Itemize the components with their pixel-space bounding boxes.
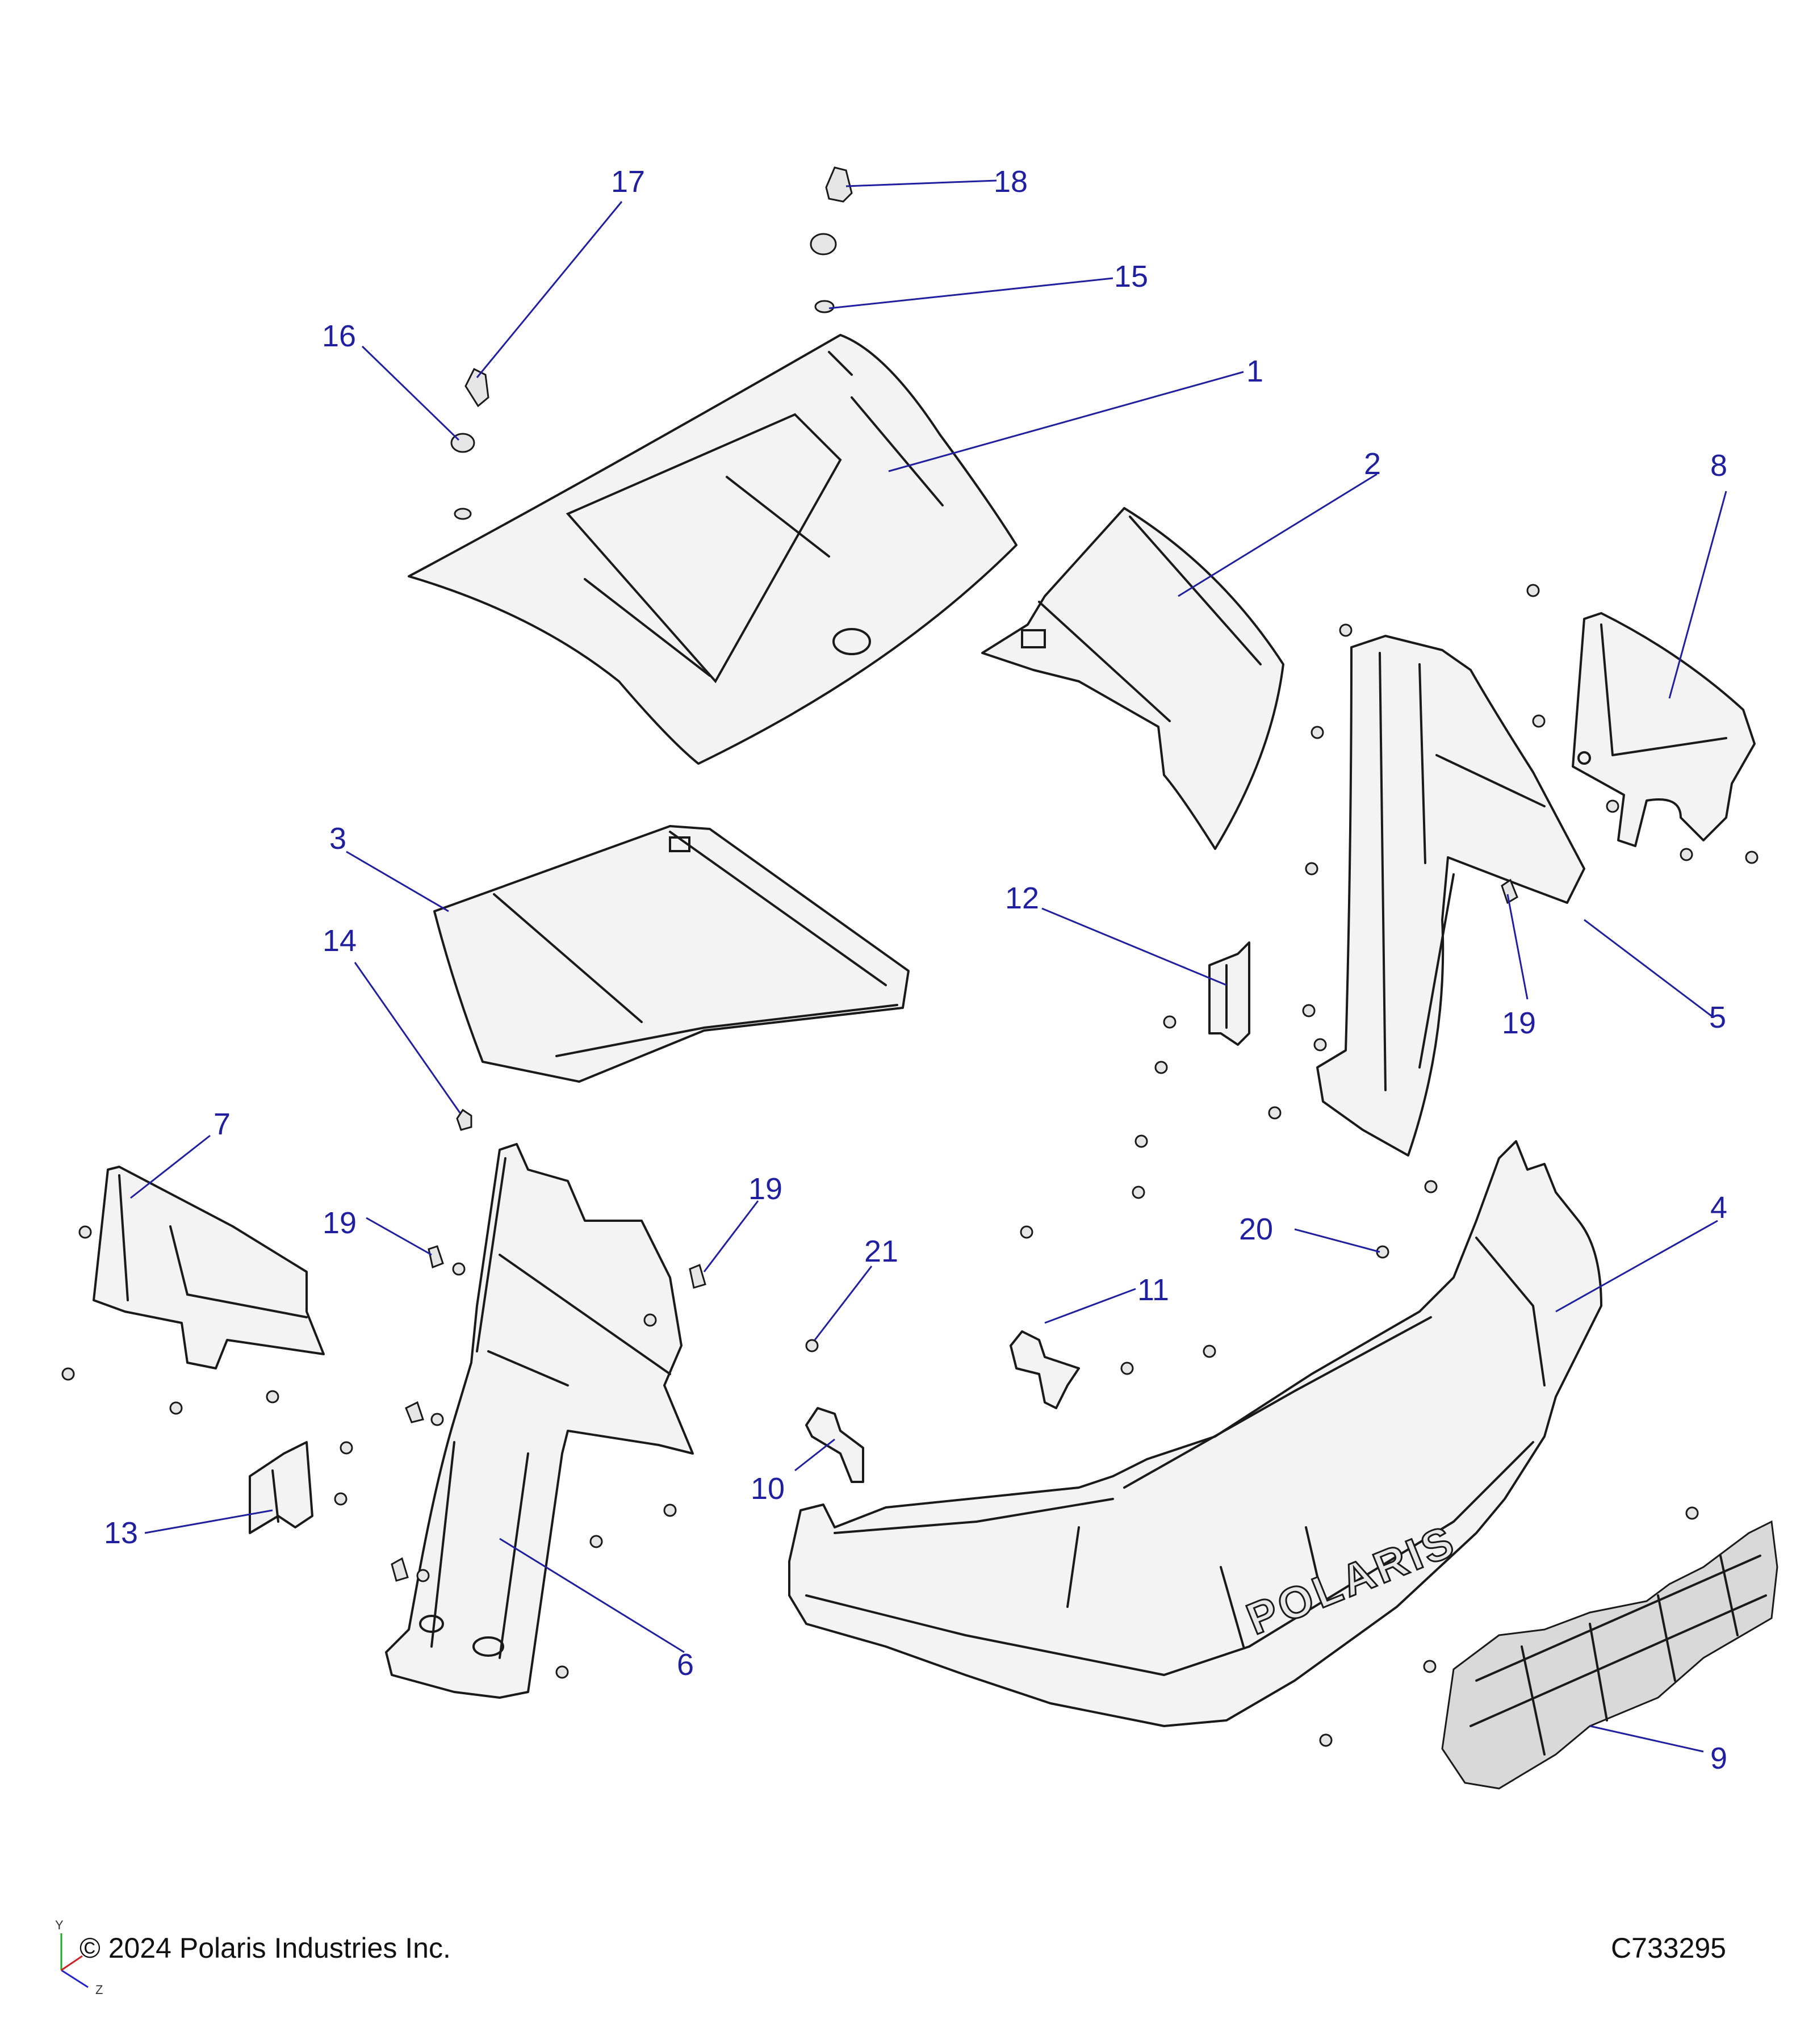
copyright-notice: © 2024 Polaris Industries Inc. [79,1932,451,1964]
leader-lines [130,179,1727,1753]
callout-4: 4 [1710,1191,1727,1225]
part-11-bracket [1010,1330,1080,1409]
part-15-washer [814,300,835,313]
callout-7: 7 [213,1107,231,1141]
part-8-inner-panel [1572,612,1756,847]
part-17-fastener [464,367,489,408]
part-18-fastener [825,166,853,203]
axis-y-label: Y [55,1918,64,1932]
part-19-clip-a [428,1245,444,1269]
callout-17: 17 [611,165,645,199]
callout-15: 15 [1114,259,1148,294]
part-1-hood [408,334,1018,765]
callout-16: 16 [322,319,356,353]
part-10-bracket [805,1407,864,1483]
callout-21: 21 [864,1234,898,1268]
callout-19-right: 19 [1502,1006,1536,1040]
callout-8: 8 [1710,449,1727,483]
callout-11: 11 [1137,1273,1169,1307]
part-19-clip-b [689,1263,706,1289]
part-19-clip-c [1501,878,1518,904]
part-5-fender-frame [1316,635,1585,1157]
callout-14: 14 [323,924,357,958]
callout-13: 13 [104,1516,138,1550]
axis-z-label: Z [95,1983,103,1997]
callouts: 1 2 3 4 5 6 7 8 9 10 11 12 13 14 15 16 1… [104,165,1727,1775]
drawing-number: C733295 [1611,1932,1726,1964]
callout-9: 9 [1710,1741,1727,1775]
callout-10: 10 [751,1472,785,1506]
callout-19-center: 19 [748,1172,782,1206]
callout-6: 6 [677,1648,694,1682]
callout-3: 3 [329,822,346,856]
callout-20: 20 [1239,1212,1273,1246]
part-6-fender-frame [385,1143,694,1699]
axis-indicator: Y Z [55,1918,103,1997]
part-14-clip [456,1108,472,1131]
callout-2: 2 [1364,447,1381,481]
part-2-panel [981,507,1284,850]
part-4-front-bumper: POLARIS [788,1140,1602,1727]
callout-12: 12 [1005,881,1039,915]
nut [810,233,837,256]
part-9-grille [1441,1520,1778,1790]
callout-18: 18 [994,165,1028,199]
callout-19-left: 19 [323,1206,357,1240]
part-3-cover [433,825,910,1083]
part-7-inner-panel [93,1166,325,1369]
washer [454,508,472,520]
callout-5: 5 [1709,1000,1726,1034]
part-21-screw [805,1339,819,1352]
part-13-bracket [249,1441,313,1534]
callout-1: 1 [1246,354,1263,388]
part-12-bracket [1208,941,1250,1046]
